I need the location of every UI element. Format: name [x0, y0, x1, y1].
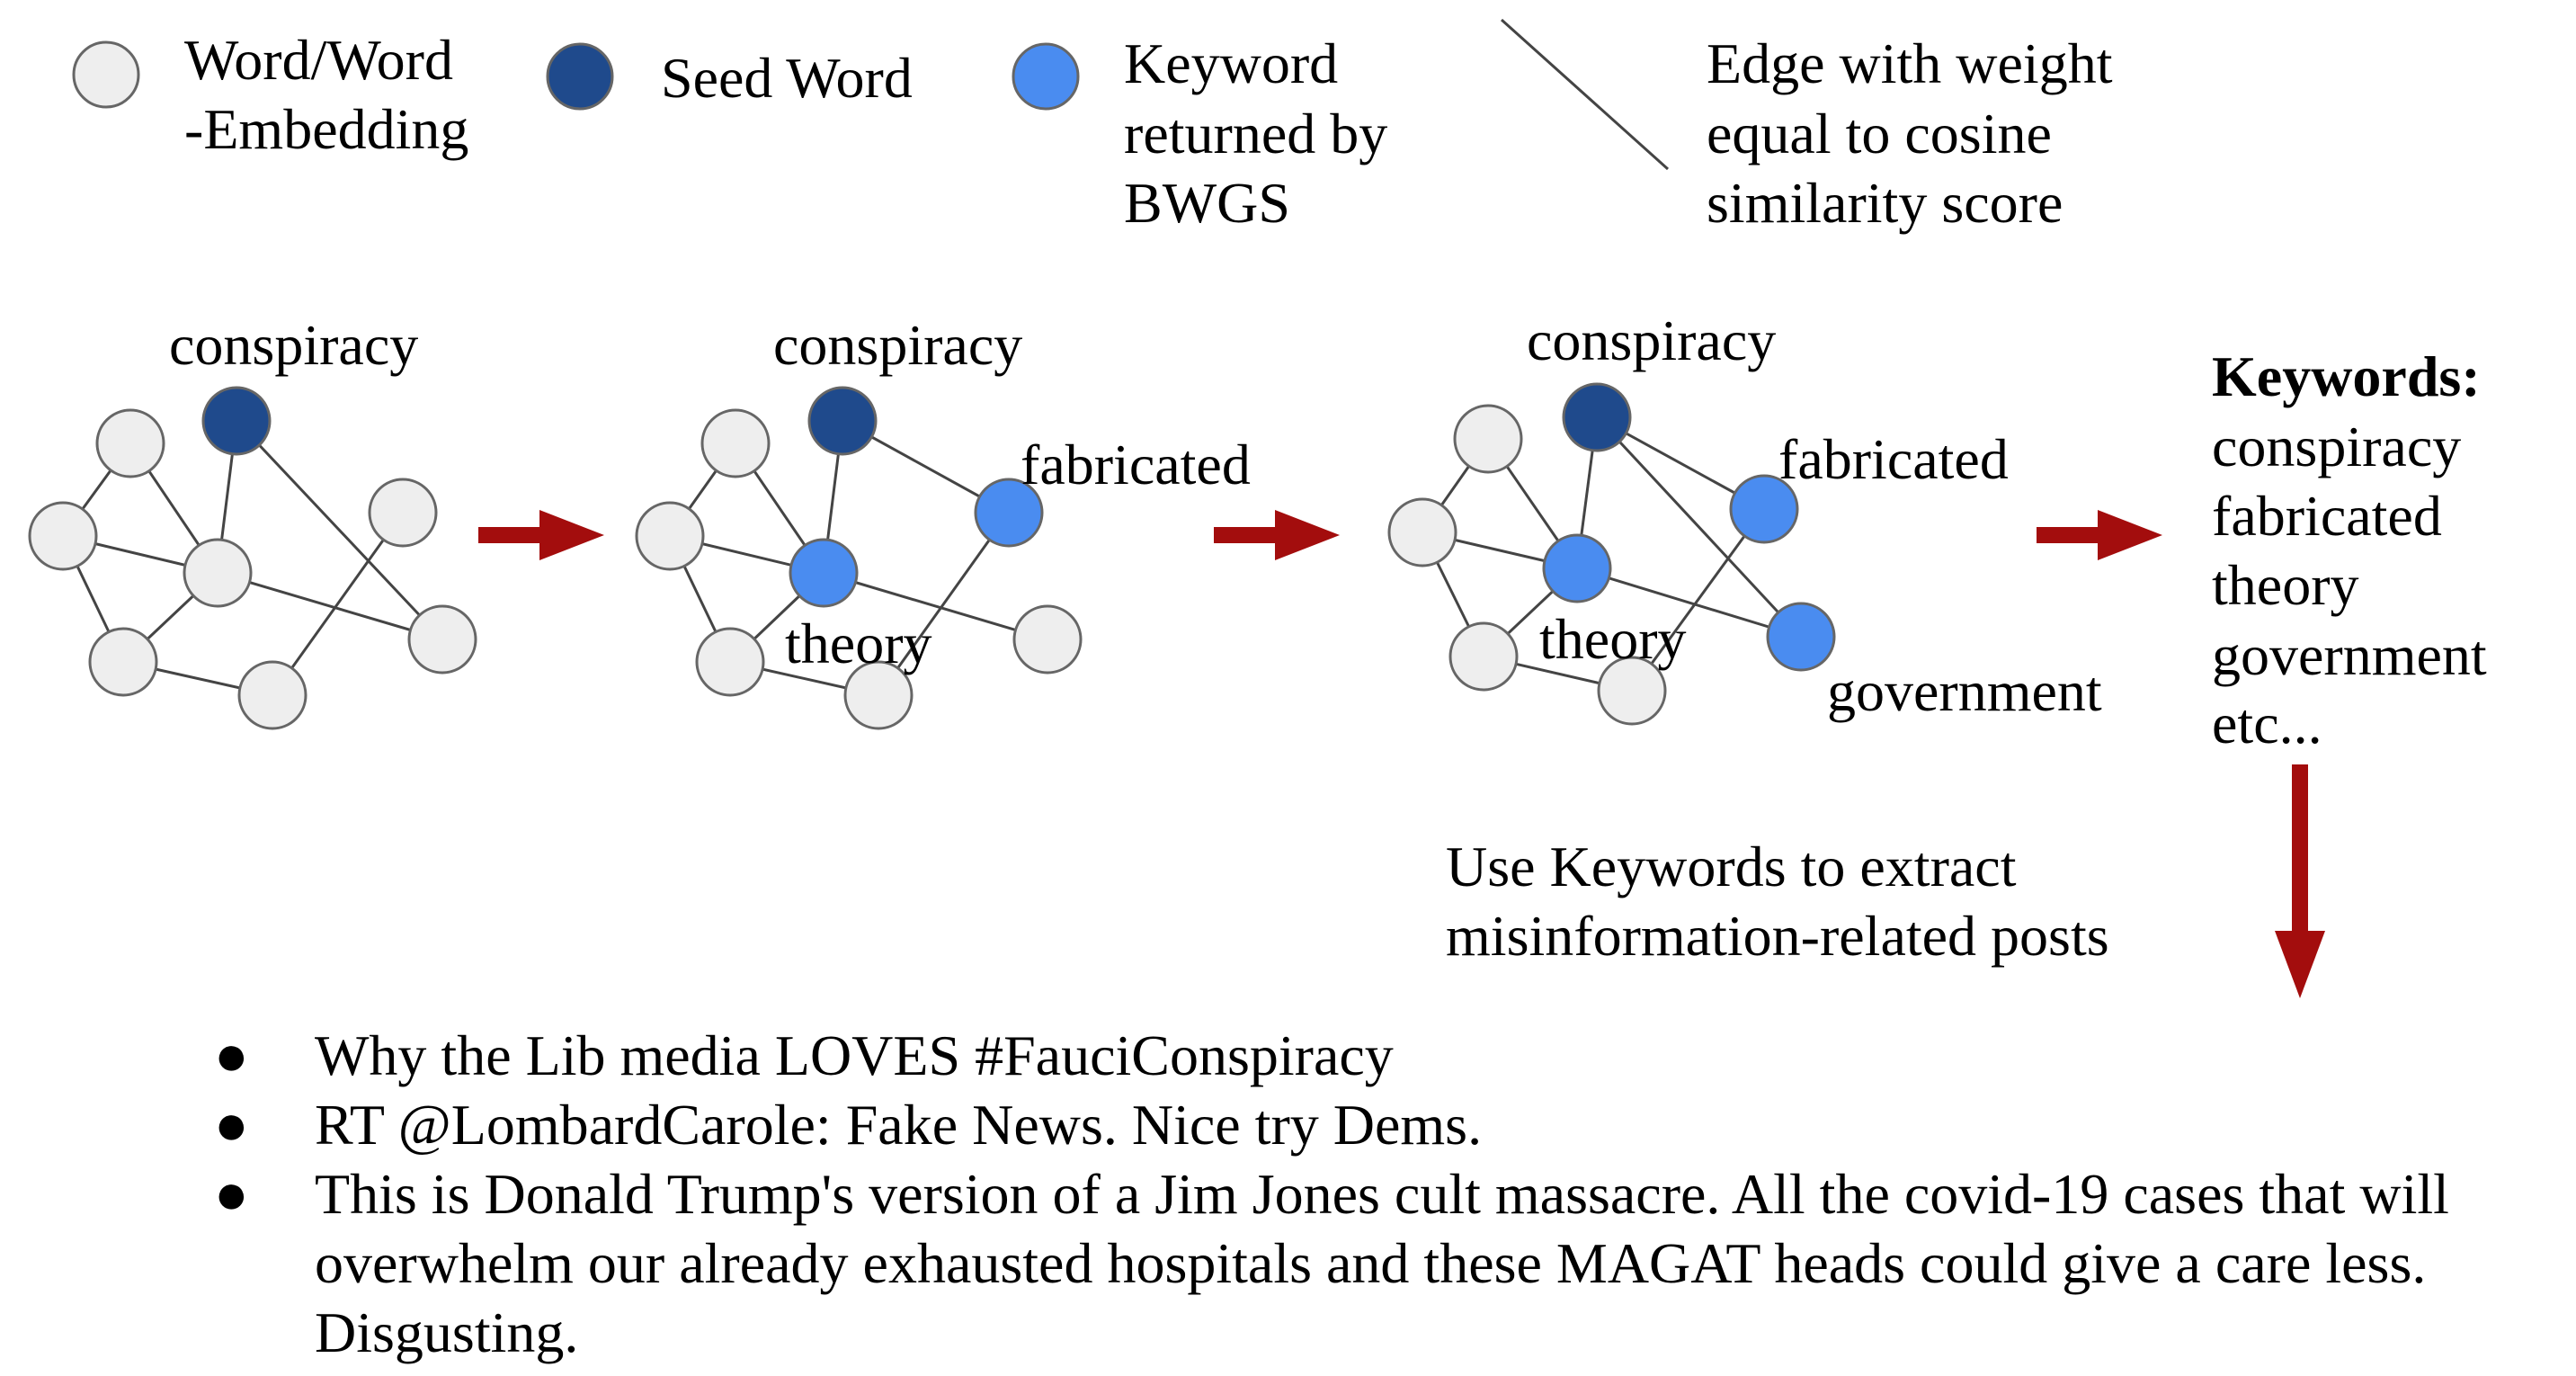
post-text: RT @LombardCarole: Fake News. Nice try D… — [315, 1093, 1483, 1157]
word-node — [1012, 604, 1083, 675]
seed-label: conspiracy — [773, 313, 1022, 377]
keyword-item: conspiracy — [2212, 415, 2461, 478]
word-node — [407, 604, 477, 675]
graph-edge — [217, 571, 443, 641]
graph-edge — [1630, 508, 1766, 692]
keyword-label-fabricated: fabricated — [1021, 433, 1251, 496]
post-item: ● Why the Lib media LOVES #FauciConspirac… — [198, 1021, 2572, 1090]
post-item: ● RT @LombardCarole: Fake News. Nice try … — [198, 1090, 2572, 1159]
legend-keyword-label-line2: returned by — [1124, 102, 1387, 165]
keyword-label-government: government — [1827, 659, 2102, 723]
graph-edge — [823, 571, 1048, 641]
keyword-node — [1729, 474, 1799, 544]
keyword-label-theory: theory — [785, 612, 932, 675]
graph-step-2: conspiracy fabricated theory — [635, 313, 1251, 730]
post-text: Why the Lib media LOVES #FauciConspiracy — [315, 1023, 1394, 1087]
keyword-node — [1542, 533, 1612, 603]
down-arrow — [2275, 764, 2325, 998]
keyword-label-fabricated: fabricated — [1778, 427, 2009, 491]
word-node — [1453, 404, 1523, 474]
word-node — [1597, 656, 1667, 726]
extract-caption-line2: misinformation-related posts — [1446, 904, 2109, 968]
keyword-item: government — [2212, 623, 2487, 687]
flow-arrow-2 — [1214, 510, 1340, 560]
keyword-node — [1766, 602, 1836, 672]
legend-keyword-node — [1012, 42, 1080, 111]
keyword-node — [789, 538, 859, 608]
legend-word-label-line2: -Embedding — [184, 97, 468, 161]
graph-edge — [235, 419, 444, 641]
keyword-label-theory: theory — [1539, 607, 1687, 671]
word-node — [843, 660, 914, 730]
bullet-glyph: ● — [214, 1093, 249, 1157]
flow-arrow-3 — [2037, 510, 2162, 560]
bwgs-diagram: Word/Word -Embedding Seed Word Keyword r… — [28, 18, 2487, 998]
word-node — [237, 660, 308, 730]
legend-seed-node — [546, 42, 614, 111]
keywords-panel: Keywords: conspiracy fabricated theory g… — [2212, 344, 2487, 755]
graph-step-3: conspiracy fabricated theory government — [1387, 308, 2102, 726]
seed-label: conspiracy — [1527, 308, 1776, 372]
post-item: ● This is Donald Trump's version of a Jim… — [198, 1159, 2572, 1367]
word-node — [1387, 497, 1457, 567]
extract-caption-line1: Use Keywords to extract — [1446, 835, 2017, 898]
post-list: ● Why the Lib media LOVES #FauciConspirac… — [198, 1021, 2572, 1367]
keywords-title: Keywords: — [2212, 344, 2481, 408]
word-node — [368, 478, 438, 548]
seed-node — [201, 386, 272, 456]
word-node — [88, 627, 158, 697]
graph-edge — [1576, 567, 1802, 639]
word-node — [695, 627, 765, 697]
word-node — [183, 538, 253, 608]
word-node — [28, 501, 98, 571]
legend-word-label-line1: Word/Word — [184, 28, 453, 92]
keyword-item: fabricated — [2212, 484, 2442, 548]
graph-edge — [877, 512, 1011, 696]
graph-edge — [1595, 415, 1803, 639]
post-text: This is Donald Trump's version of a Jim … — [315, 1162, 2449, 1364]
keyword-item: etc... — [2212, 692, 2322, 755]
flow-arrow-1 — [478, 510, 604, 560]
keyword-node — [974, 478, 1044, 548]
graph-edge — [271, 512, 405, 696]
legend-word-node — [72, 40, 140, 109]
word-node — [700, 408, 771, 478]
legend-seed-label: Seed Word — [661, 46, 913, 110]
seed-label: conspiracy — [169, 313, 418, 377]
legend: Word/Word -Embedding Seed Word Keyword r… — [72, 18, 2113, 235]
legend-keyword-label-line3: BWGS — [1124, 171, 1290, 235]
legend-edge-label-line2: equal to cosine — [1707, 102, 2052, 165]
graph-step-1: conspiracy — [28, 313, 477, 730]
legend-edge-line — [1500, 18, 1670, 171]
legend-edge-label-line1: Edge with weight — [1707, 31, 2113, 95]
extract-caption: Use Keywords to extract misinformation-r… — [1446, 835, 2109, 968]
word-node — [635, 501, 705, 571]
word-node — [1448, 621, 1519, 692]
bullet-glyph: ● — [214, 1023, 249, 1087]
seed-node — [807, 386, 878, 456]
legend-edge-label-line3: similarity score — [1707, 171, 2063, 235]
bullet-glyph: ● — [214, 1162, 249, 1226]
legend-keyword-label-line1: Keyword — [1124, 31, 1338, 95]
word-node — [95, 408, 165, 478]
seed-node — [1562, 382, 1632, 452]
keyword-item: theory — [2212, 553, 2359, 617]
